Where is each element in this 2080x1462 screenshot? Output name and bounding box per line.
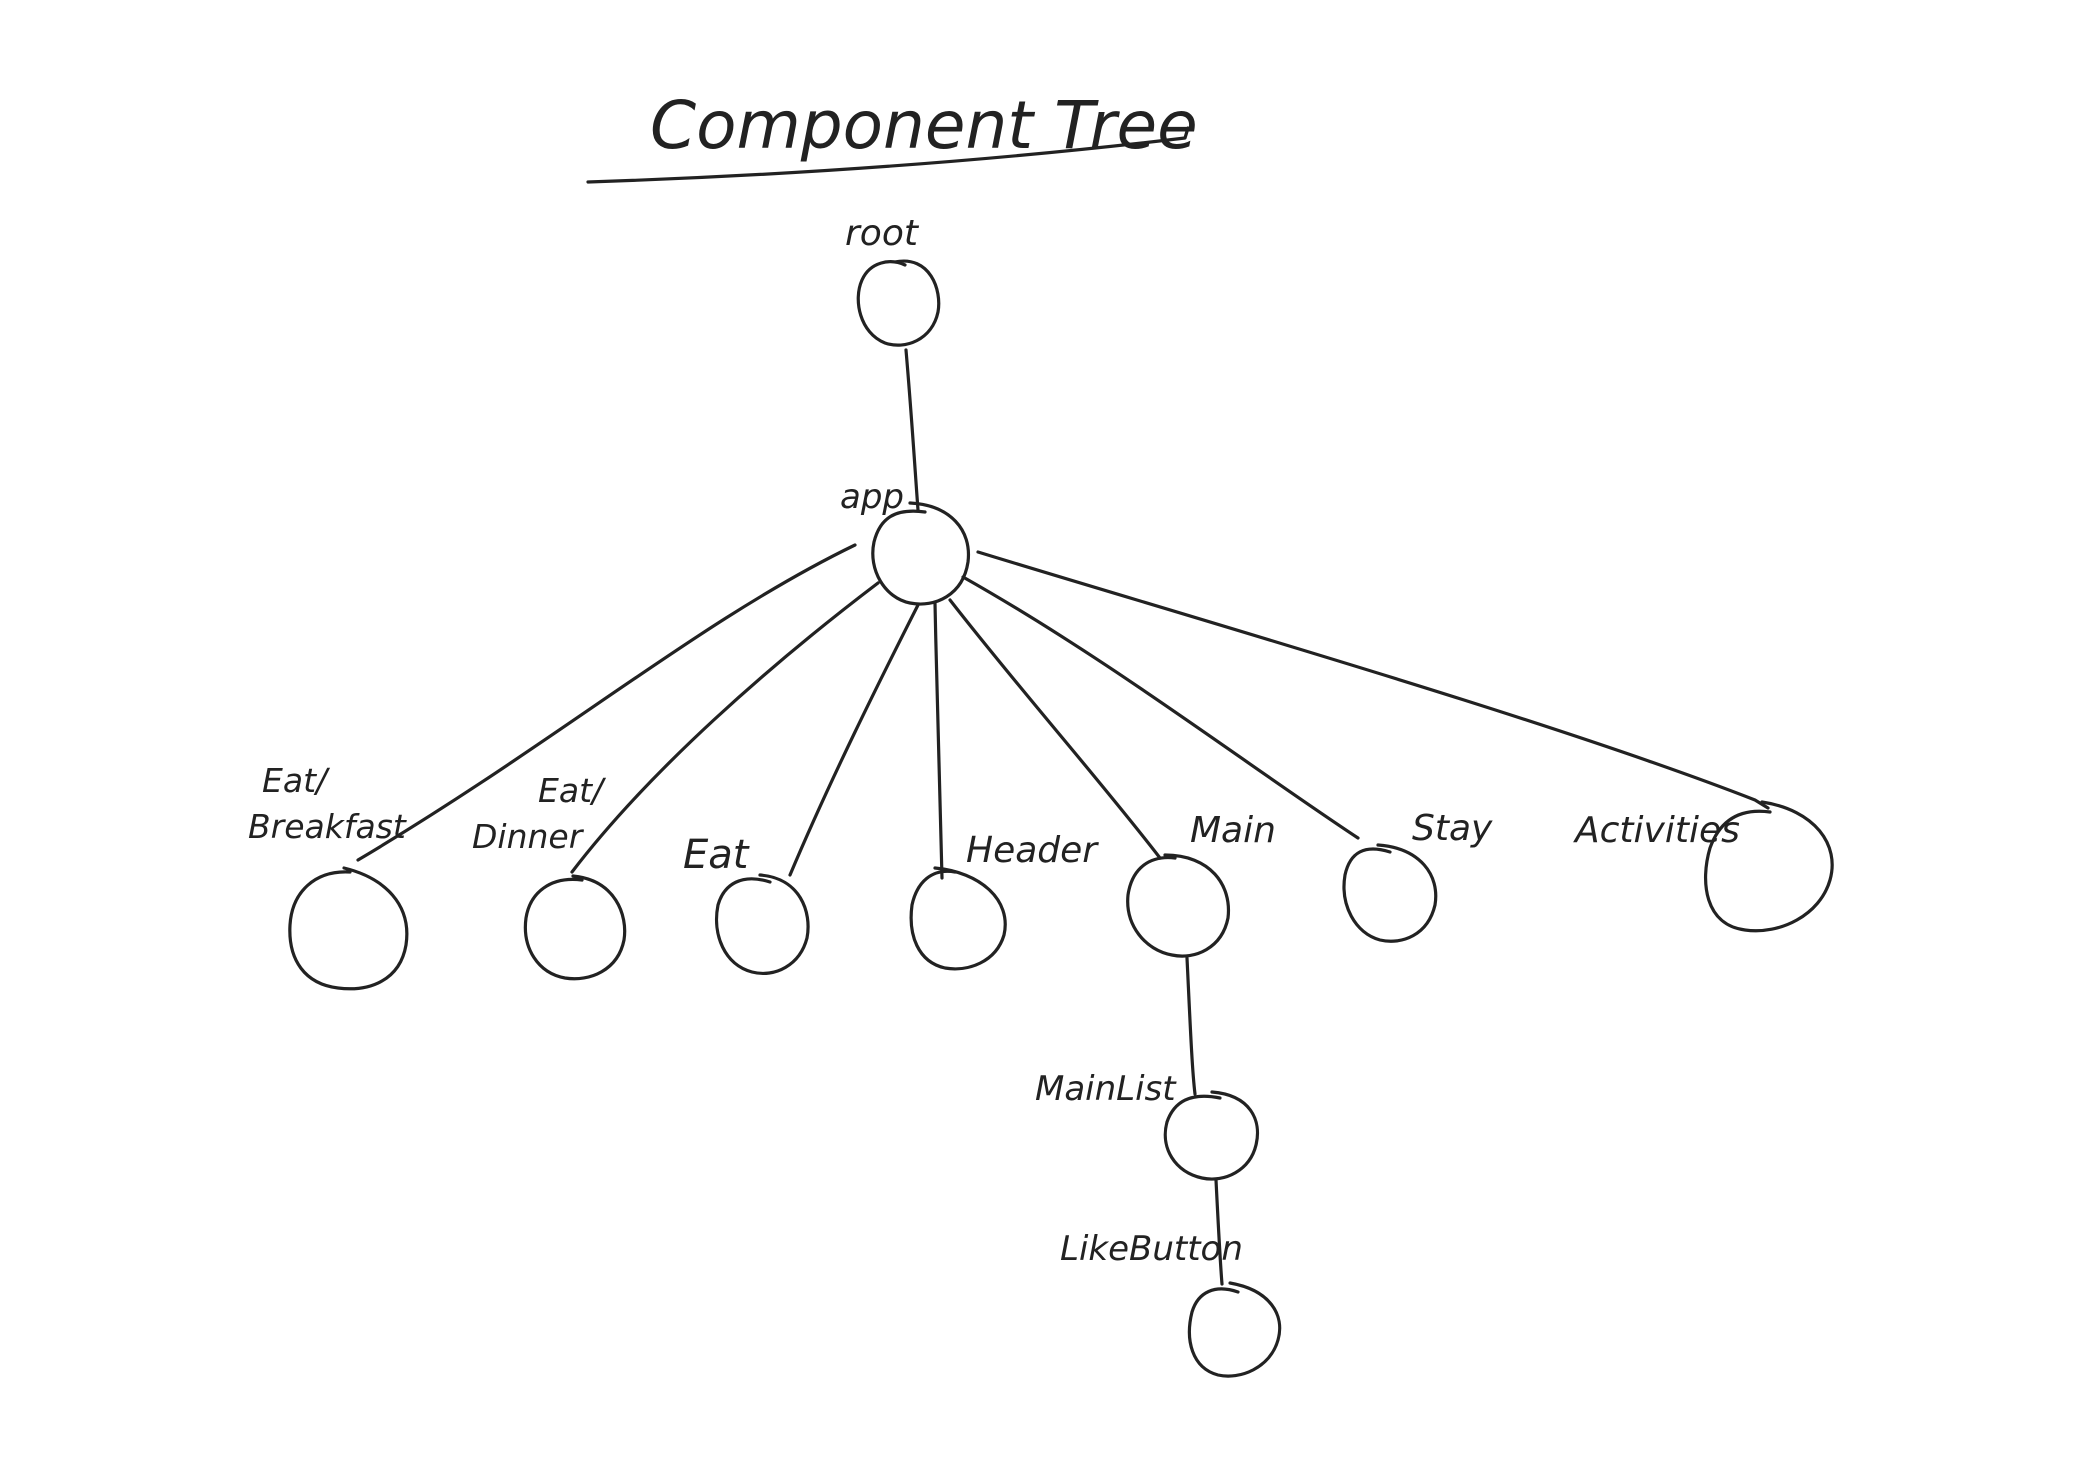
label-header: Header (966, 830, 1099, 871)
label-activities: Activities (1573, 810, 1740, 851)
label-likebutton: LikeButton (1060, 1229, 1243, 1269)
node-circle-likebutton (1187, 1281, 1282, 1378)
title-underline (586, 126, 1190, 184)
nodes (288, 259, 1834, 1378)
label-root: root (845, 213, 920, 254)
node-circle-eat-dinner (523, 874, 627, 981)
node-circle-eat (715, 873, 810, 975)
edge-app-eat-breakfast (356, 543, 857, 862)
label-stay: Stay (1412, 808, 1493, 849)
node-circle-app (871, 501, 971, 606)
edge-app-activities (976, 550, 1770, 810)
edge-mainlist-likebutton (1214, 1178, 1224, 1286)
node-circle-header (909, 866, 1007, 971)
node-circle-main (1126, 853, 1231, 958)
node-circle-eat-breakfast (288, 866, 409, 991)
labels: root app Eat/ Breakfast Eat/ Dinner Eat … (248, 213, 1740, 1269)
edge-main-mainlist (1185, 956, 1197, 1096)
label-eat-dinner: Eat/ Dinner (472, 771, 614, 856)
diagram-title: Component Tree (650, 87, 1198, 164)
node-circle-activities (1703, 800, 1834, 933)
edge-app-eat (788, 603, 920, 877)
node-circle-stay (1342, 843, 1438, 943)
label-app: app (840, 477, 904, 517)
edge-root-app (904, 348, 920, 512)
label-eat-breakfast: Eat/ Breakfast (248, 761, 407, 846)
edges (356, 348, 1770, 1286)
label-mainlist: MainList (1035, 1069, 1177, 1109)
label-eat: Eat (683, 832, 750, 878)
edge-app-eat-dinner (570, 581, 880, 874)
edge-app-stay (961, 575, 1360, 840)
label-main: Main (1190, 810, 1276, 851)
edge-app-main (948, 598, 1162, 860)
edge-app-header (933, 601, 944, 880)
node-circle-mainlist (1163, 1090, 1259, 1181)
node-circle-root (856, 259, 941, 347)
